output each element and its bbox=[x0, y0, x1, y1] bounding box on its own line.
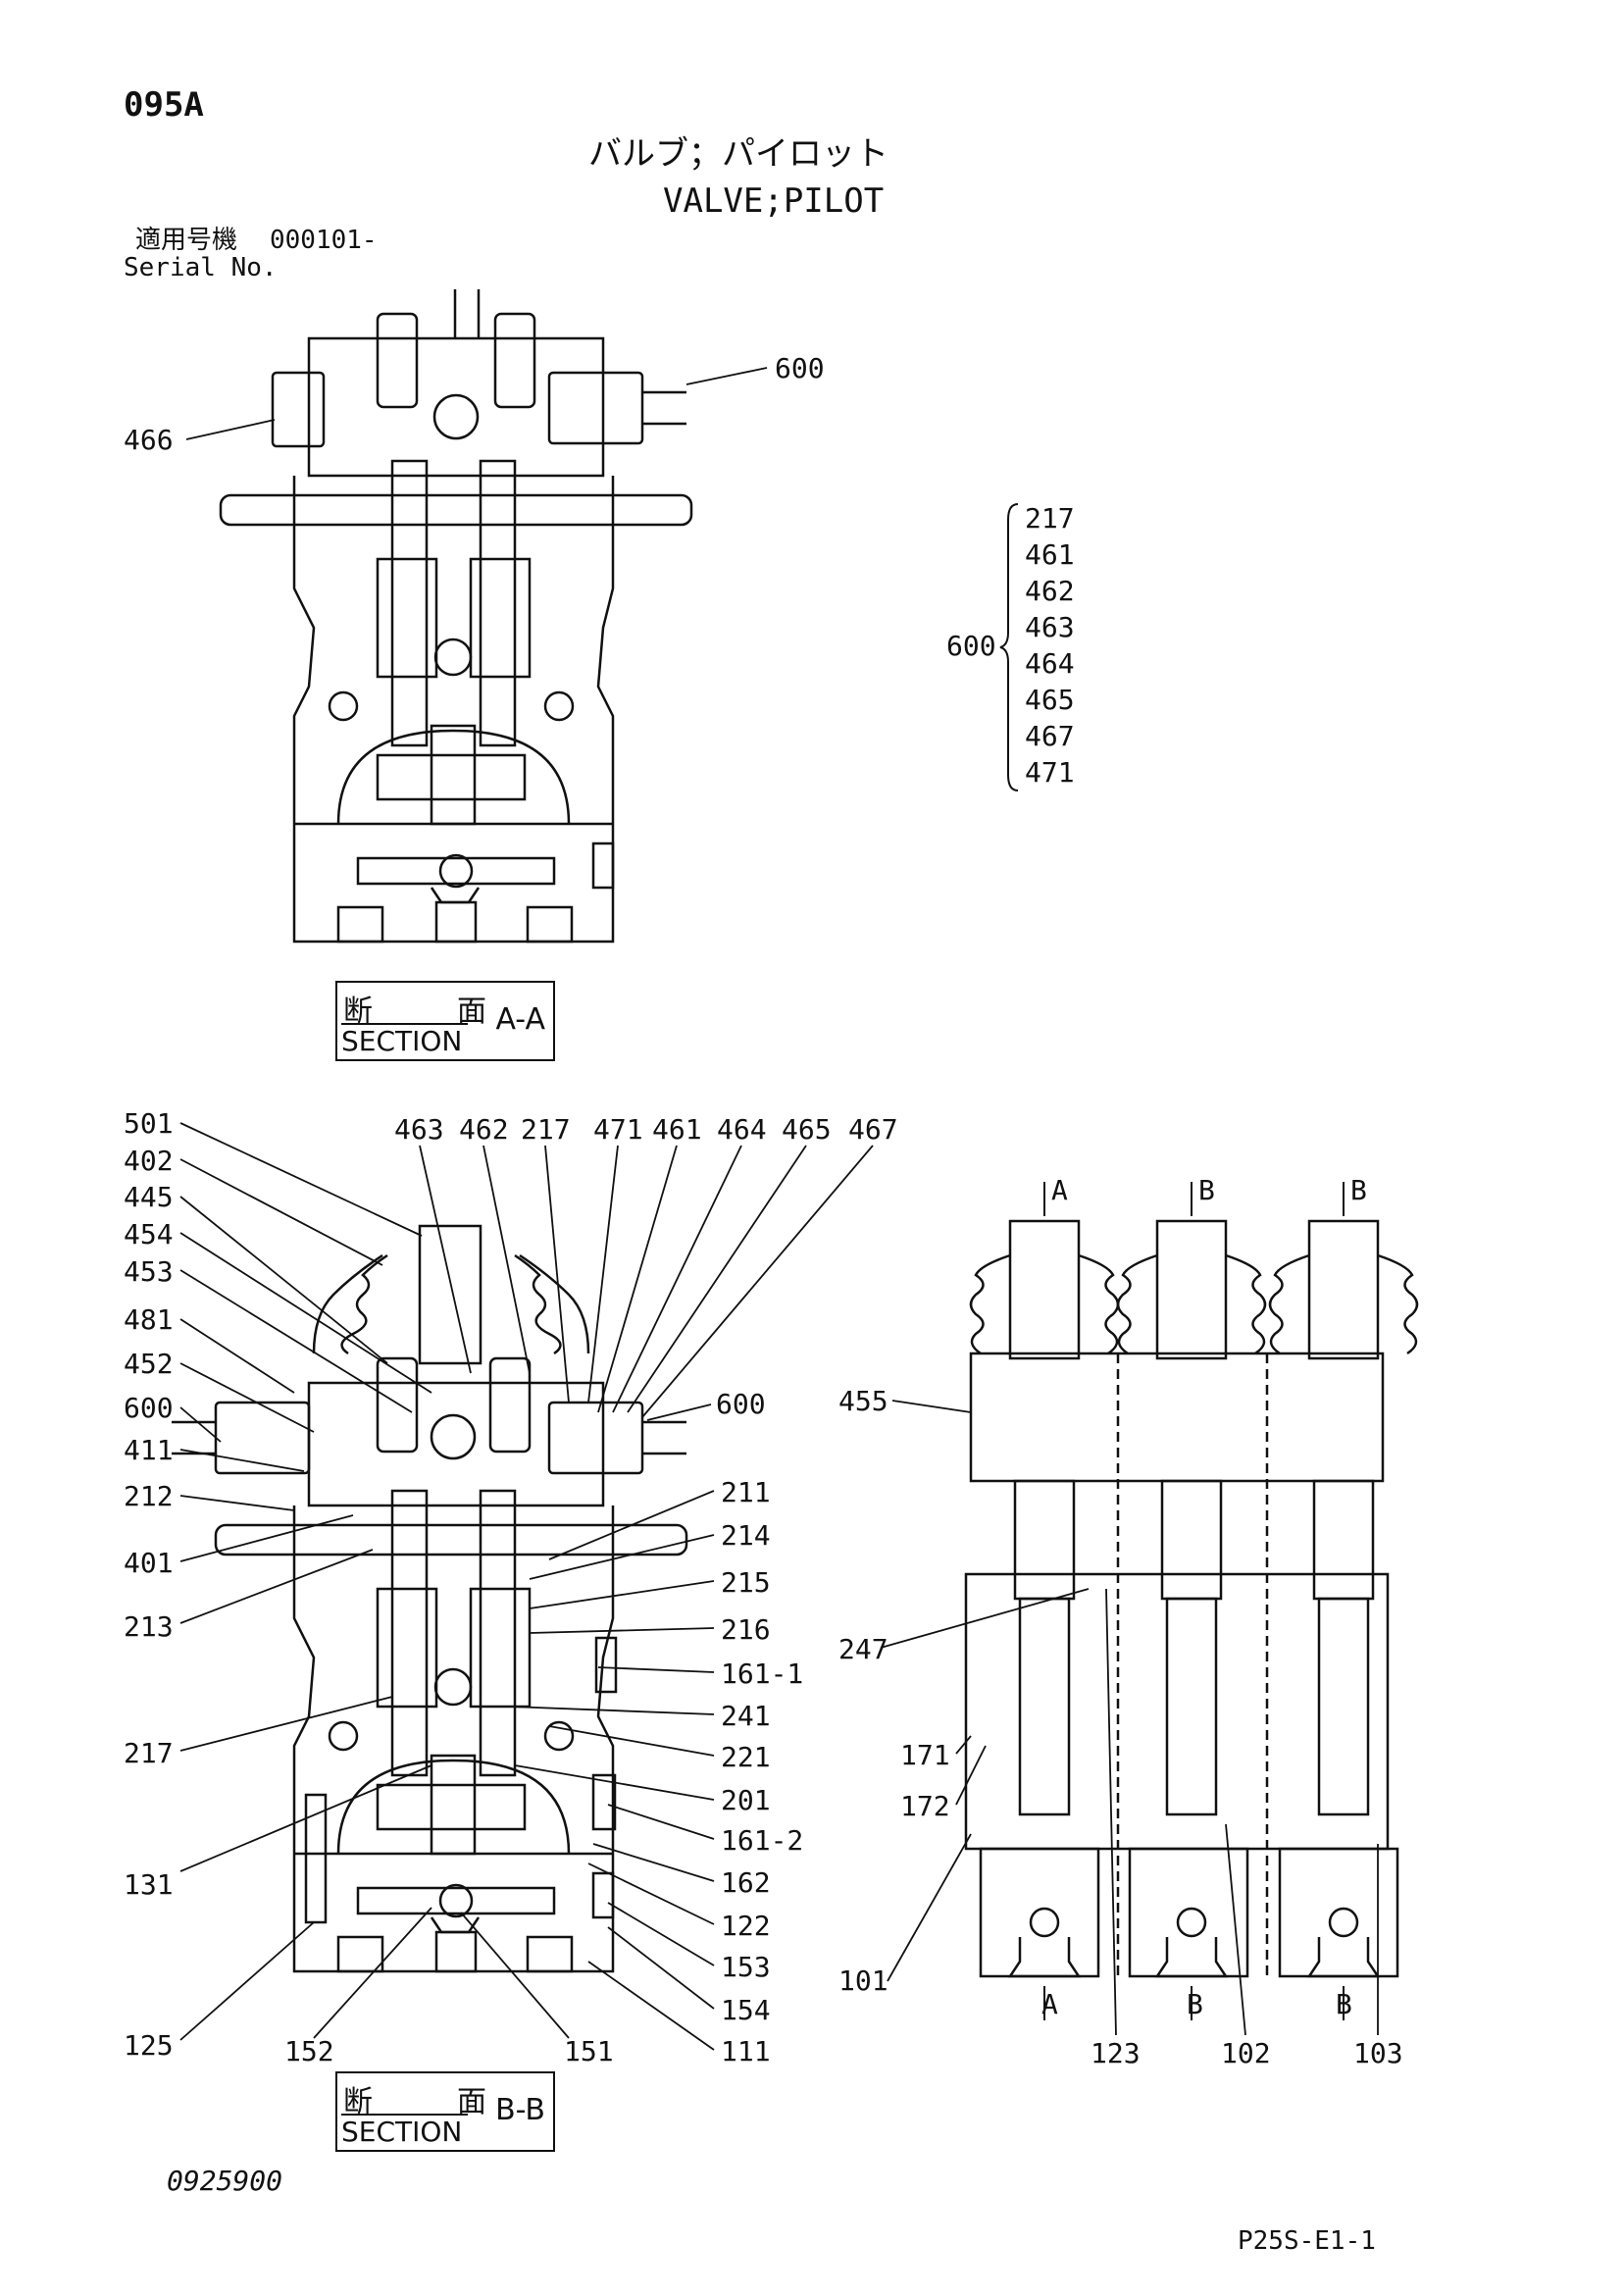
callout-bb: 122 bbox=[721, 1910, 771, 1942]
callout-side: 102 bbox=[1221, 2037, 1271, 2069]
cut-marker-label: B bbox=[1187, 1988, 1203, 2020]
callout-bb: 221 bbox=[721, 1741, 771, 1773]
callout-bb: 151 bbox=[564, 2035, 614, 2067]
callout-bb: 161-2 bbox=[721, 1824, 804, 1857]
callout-bb: 216 bbox=[721, 1613, 771, 1646]
callout-side: 103 bbox=[1353, 2037, 1403, 2069]
callout-side: 172 bbox=[900, 1790, 950, 1822]
cut-markers bbox=[1043, 1182, 1345, 2020]
callout-bb: 463 bbox=[394, 1113, 444, 1146]
callout-bb: 600 bbox=[716, 1388, 766, 1420]
section-bb-id: B-B bbox=[495, 2093, 545, 2127]
kit-part: 467 bbox=[1025, 720, 1075, 752]
callout-bb: 401 bbox=[124, 1547, 174, 1579]
cut-marker-label: A bbox=[1041, 1988, 1058, 2020]
document-number: 0925900 bbox=[167, 2165, 283, 2197]
callout-side: 123 bbox=[1091, 2037, 1141, 2069]
callout-bb: 211 bbox=[721, 1476, 771, 1508]
callout-side: 247 bbox=[838, 1633, 888, 1665]
callout-bb: 241 bbox=[721, 1700, 771, 1732]
kit-part: 217 bbox=[1025, 502, 1075, 535]
kit-part: 462 bbox=[1025, 575, 1075, 607]
callout-bb: 131 bbox=[124, 1868, 174, 1901]
kit-brace bbox=[999, 503, 1019, 791]
callout-side: 101 bbox=[838, 1964, 888, 1997]
cut-marker-label: B bbox=[1350, 1174, 1367, 1206]
callout-aa: 600 bbox=[775, 352, 825, 384]
section-aa-id: A-A bbox=[495, 1002, 545, 1037]
page-reference: P25S-E1-1 bbox=[1238, 2226, 1376, 2256]
title-english: VALVE;PILOT bbox=[663, 181, 885, 221]
callout-bb: 402 bbox=[124, 1145, 174, 1177]
callout-bb: 501 bbox=[124, 1107, 174, 1140]
cut-marker-label: A bbox=[1051, 1174, 1068, 1206]
callout-bb: 462 bbox=[459, 1113, 509, 1146]
callout-bb: 152 bbox=[284, 2035, 334, 2067]
serial-label-jp: 適用号機 bbox=[135, 226, 238, 255]
serial-label-en: Serial No. bbox=[124, 253, 278, 282]
callout-bb: 161-1 bbox=[721, 1658, 804, 1690]
callout-bb: 212 bbox=[124, 1480, 174, 1512]
serial-value: 000101- bbox=[270, 226, 378, 255]
side-view-drawing bbox=[964, 1219, 1419, 1978]
kit-number: 600 bbox=[946, 630, 996, 662]
callout-bb: 454 bbox=[124, 1218, 174, 1250]
callout-bb: 465 bbox=[782, 1113, 832, 1146]
callout-bb: 153 bbox=[721, 1951, 771, 1983]
callout-bb: 453 bbox=[124, 1255, 174, 1288]
callout-bb: 461 bbox=[652, 1113, 702, 1146]
section-aa-drawing bbox=[219, 289, 693, 944]
callout-bb: 600 bbox=[124, 1392, 174, 1424]
section-label-aa: 断 面 SECTION A-A bbox=[335, 981, 555, 1061]
callout-bb: 111 bbox=[721, 2035, 771, 2067]
callout-bb: 411 bbox=[124, 1434, 174, 1466]
callout-bb: 467 bbox=[848, 1113, 898, 1146]
section-bb-en: SECTION bbox=[341, 2114, 469, 2148]
section-bb-drawing bbox=[172, 1224, 688, 1973]
callout-bb: 162 bbox=[721, 1866, 771, 1899]
callout-bb: 213 bbox=[124, 1610, 174, 1643]
callout-bb: 471 bbox=[593, 1113, 643, 1146]
callout-bb: 452 bbox=[124, 1348, 174, 1380]
kit-part: 464 bbox=[1025, 647, 1075, 680]
leader-lines bbox=[179, 367, 1379, 2051]
callout-bb: 214 bbox=[721, 1519, 771, 1552]
section-aa-en: SECTION bbox=[341, 1023, 469, 1057]
callout-bb: 201 bbox=[721, 1784, 771, 1816]
title-japanese: バルブ；パイロット bbox=[588, 134, 888, 174]
callout-bb: 154 bbox=[721, 1994, 771, 2026]
cut-marker-label: B bbox=[1198, 1174, 1215, 1206]
callout-aa: 466 bbox=[124, 424, 174, 456]
kit-part: 463 bbox=[1025, 611, 1075, 643]
kit-part: 465 bbox=[1025, 684, 1075, 716]
callout-bb: 464 bbox=[717, 1113, 767, 1146]
callout-side: 171 bbox=[900, 1739, 950, 1771]
callout-side: 455 bbox=[838, 1385, 888, 1417]
kit-part: 471 bbox=[1025, 756, 1075, 789]
page-code: 095A bbox=[124, 85, 204, 125]
callout-bb: 481 bbox=[124, 1303, 174, 1336]
kit-part: 461 bbox=[1025, 538, 1075, 571]
callout-bb: 217 bbox=[521, 1113, 571, 1146]
callout-bb: 125 bbox=[124, 2029, 174, 2062]
cut-marker-label: B bbox=[1336, 1988, 1352, 2020]
section-label-bb: 断 面 SECTION B-B bbox=[335, 2071, 555, 2152]
callout-bb: 445 bbox=[124, 1181, 174, 1213]
callout-bb: 215 bbox=[721, 1566, 771, 1599]
callout-bb: 217 bbox=[124, 1737, 174, 1769]
